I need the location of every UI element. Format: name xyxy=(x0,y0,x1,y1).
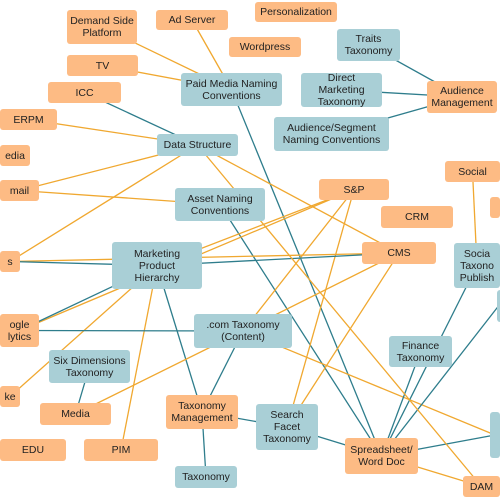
node-ke-left: ke xyxy=(0,386,20,407)
node-email: mail xyxy=(0,180,39,201)
edge-asset-naming-to-spreadsheet xyxy=(219,204,383,457)
node-media-left: edia xyxy=(0,145,30,166)
node-dotcom-taxonomy: .com Taxonomy (Content) xyxy=(194,314,292,348)
node-crm: CRM xyxy=(381,206,453,228)
node-icc: ICC xyxy=(48,82,121,103)
node-audience-management: Audience Management xyxy=(427,81,497,113)
node-marketing-product: Marketing Product Hierarchy xyxy=(112,242,202,289)
node-taxonomy-management: Taxonomy Management xyxy=(166,395,238,429)
node-right-edge-1 xyxy=(490,197,500,218)
edge-marketing-product-to-pim xyxy=(120,265,158,451)
node-finance-taxonomy: Finance Taxonomy xyxy=(389,336,452,367)
node-demand-side-platform: Demand Side Platform xyxy=(67,10,137,44)
node-tv: TV xyxy=(67,55,138,76)
node-six-dimensions: Six Dimensions Taxonomy xyxy=(49,350,130,383)
node-snp: S&P xyxy=(319,179,389,200)
node-s-left: s xyxy=(0,251,20,272)
edge-paid-media-to-spreadsheet xyxy=(230,89,383,457)
node-social: Social xyxy=(445,161,500,182)
node-search-facet: Search Facet Taxonomy xyxy=(256,404,318,450)
node-personalization: Personalization xyxy=(255,2,337,22)
edge-data-structure-to-s-left xyxy=(9,144,198,263)
node-right-edge-3 xyxy=(490,412,500,458)
node-media: Media xyxy=(40,403,111,425)
edge-cms-to-s-left xyxy=(9,252,400,263)
node-audience-segment: Audience/Segment Naming Conventions xyxy=(274,117,389,151)
node-paid-media: Paid Media Naming Conventions xyxy=(181,73,282,106)
edge-snp-to-search-facet xyxy=(286,189,355,428)
edge-snp-to-dotcom-taxonomy xyxy=(242,189,355,332)
node-dam: DAM xyxy=(463,476,500,497)
node-ad-server: Ad Server xyxy=(156,10,228,30)
edge-cms-to-search-facet xyxy=(286,252,400,428)
node-erpm: ERPM xyxy=(0,109,57,130)
edge-spreadsheet-to-right-edge-2 xyxy=(380,305,500,457)
node-taxonomy: Taxonomy xyxy=(175,466,237,488)
node-direct-marketing: Direct Marketing Taxonomy xyxy=(301,72,382,108)
node-edu: EDU xyxy=(0,439,66,461)
node-asset-naming: Asset Naming Conventions xyxy=(175,188,265,221)
node-wordpress: Wordpress xyxy=(229,37,301,57)
edge-marketing-product-to-taxonomy-management xyxy=(156,265,203,413)
node-pim: PIM xyxy=(84,439,158,461)
node-right-edge-2 xyxy=(497,290,500,322)
edge-data-structure-to-cms xyxy=(197,144,400,254)
node-traits-taxonomy: Traits Taxonomy xyxy=(337,29,400,61)
edge-dotcom-taxonomy-to-right-edge-3 xyxy=(242,330,496,436)
node-data-structure: Data Structure xyxy=(157,134,238,156)
node-google-analytics: ogle lytics xyxy=(0,314,39,347)
node-spreadsheet: Spreadsheet/ Word Doc xyxy=(345,438,418,474)
node-social-taxonomy: Socia Taxono Publish xyxy=(454,243,500,288)
node-cms: CMS xyxy=(362,242,436,264)
